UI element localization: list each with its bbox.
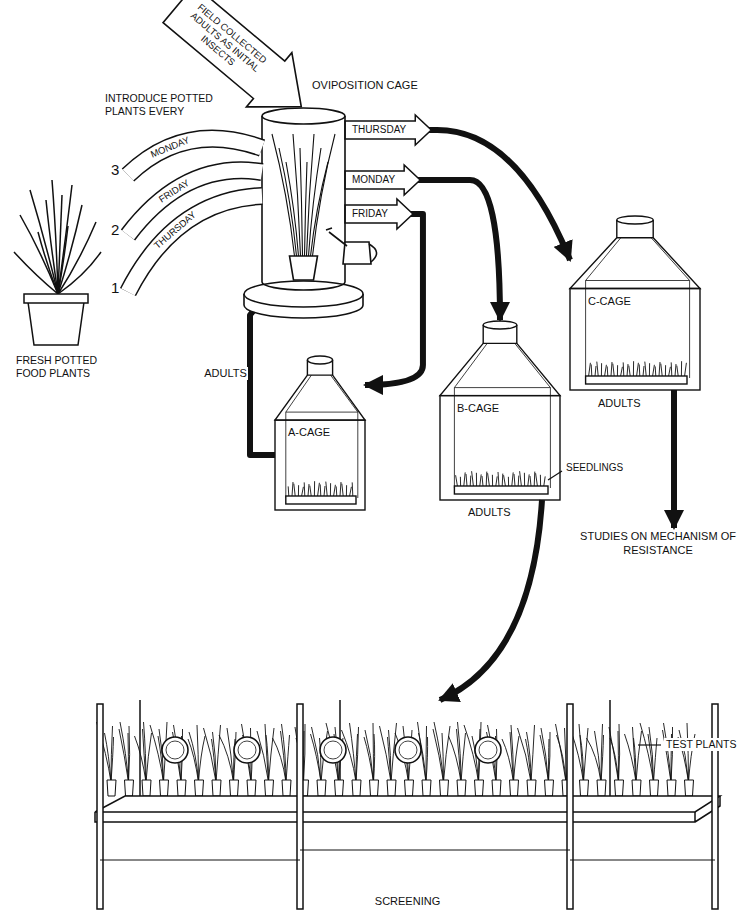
input-arrow: FIELD COLLECTED ADULTS AS INITIAL INSECT… <box>163 0 317 125</box>
watering-can <box>326 228 377 264</box>
rearing-cylinder <box>475 737 501 763</box>
rearing-cage: C-CAGE <box>570 215 700 390</box>
bench-drawing <box>95 700 720 915</box>
band-outline <box>100 100 270 310</box>
node-text: C-CAGE <box>588 295 631 308</box>
potted-plant <box>14 180 101 345</box>
hollow-arrow <box>345 199 413 229</box>
day-band: THURSDAY <box>100 100 270 310</box>
node-text: OVIPOSITION CAGE <box>312 79 418 92</box>
callout-number: 1 <box>111 279 119 297</box>
edge-label: ADULTS <box>203 367 248 380</box>
rearing-cylinder <box>234 737 260 763</box>
part-label: SEEDLINGS <box>566 462 623 474</box>
rearing-cylinder <box>162 737 188 763</box>
edge-label: FRIDAY <box>351 208 389 220</box>
rearing-cage: A-CAGE <box>275 355 365 510</box>
hollow-arrow <box>345 165 420 195</box>
rearing-cylinder <box>395 737 421 763</box>
edge-label: THURSDAY <box>351 124 407 136</box>
node-text: B-CAGE <box>457 402 499 415</box>
rearing-cage: B-CAGE <box>440 320 560 500</box>
node-text: SCREENING <box>375 895 440 908</box>
outcome-text: STUDIES ON MECHANISM OF RESISTANCE <box>578 528 738 560</box>
hollow-arrow <box>345 115 431 145</box>
oviposition-cage: OVIPOSITION CAGE <box>262 108 345 290</box>
insect-label: ADULTS <box>598 397 641 410</box>
flow-arrow <box>440 500 542 700</box>
node-text: STUDIES ON MECHANISM OF RESISTANCE <box>578 528 738 560</box>
instruction-note: INTRODUCE POTTED PLANTS EVERY <box>105 92 227 117</box>
edge-label: MONDAY <box>351 174 396 186</box>
callout-number: 3 <box>111 161 119 179</box>
rearing-cylinder <box>320 737 346 763</box>
insect-label: ADULTS <box>468 506 511 519</box>
part-label: TEST PLANTS <box>664 738 738 751</box>
plant-label: FRESH POTTED FOOD PLANTS <box>16 354 116 379</box>
cage-outline <box>262 108 345 290</box>
node-text: THURSDAY <box>152 210 197 251</box>
node-text: A-CAGE <box>288 426 330 439</box>
flow-arrow <box>345 130 570 260</box>
callout-number: 2 <box>111 221 119 239</box>
screening-bench: SCREENING <box>95 700 720 915</box>
flow-arrow <box>671 390 677 528</box>
